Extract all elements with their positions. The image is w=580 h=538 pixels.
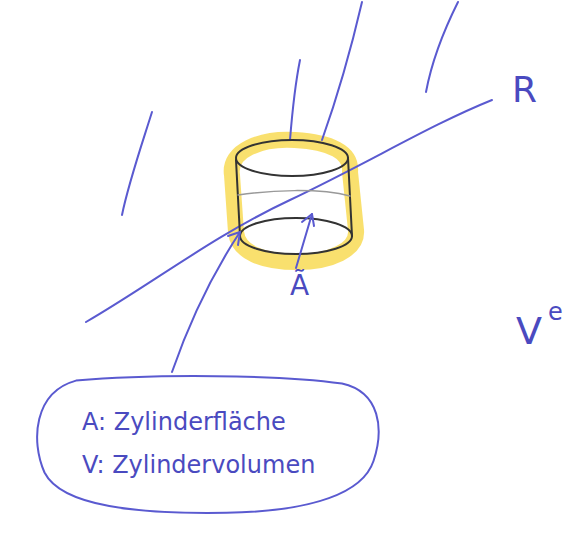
sketch-label: R: [512, 72, 537, 108]
sketch-label: Ã: [290, 272, 309, 300]
sketch-label: V: [516, 312, 542, 350]
cylinder-highlight: [232, 140, 356, 262]
callout-bubble: A: Zylinderfläche V: Zylindervolumen: [34, 372, 384, 516]
bubble-text: A: Zylinderfläche: [82, 408, 336, 437]
bubble-text: V: Zylindervolumen: [82, 451, 336, 480]
sketch-label: e: [548, 300, 563, 324]
bubble-outline: [34, 372, 384, 516]
